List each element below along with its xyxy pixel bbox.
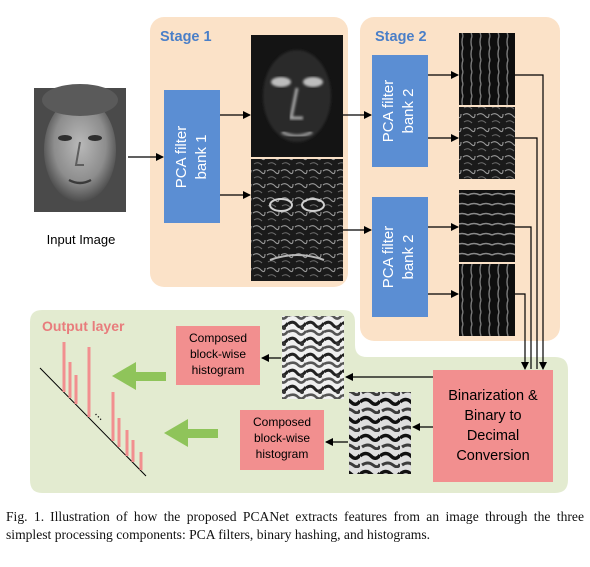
stage1-output-image-2 bbox=[251, 159, 343, 281]
feature-vector: ... bbox=[39, 342, 147, 477]
pca-filter-bank-2-top-line2: bank 2 bbox=[400, 88, 417, 133]
binarization-line4: Conversion bbox=[456, 448, 529, 464]
histogram-box-1-line2: block-wise bbox=[190, 347, 246, 361]
stage2-output-image-4 bbox=[459, 264, 515, 336]
histogram-box-1-line1: Composed bbox=[189, 331, 247, 345]
pca-filter-bank-2-top bbox=[372, 55, 428, 167]
figure-caption-label: Fig. 1. bbox=[6, 509, 45, 524]
histogram-box-1 bbox=[176, 326, 260, 385]
pcanet-diagram: Stage 1 Stage 2 Output layer Input Image… bbox=[30, 17, 568, 493]
stage2-title: Stage 2 bbox=[375, 29, 427, 45]
stage1-output-image-1 bbox=[251, 35, 343, 157]
input-image-label: Input Image bbox=[47, 232, 116, 247]
figure-caption: Fig. 1.Illustration of how the proposed … bbox=[6, 508, 584, 543]
histogram-box-2 bbox=[240, 410, 324, 470]
pca-filter-bank-1-line1: PCA filter bbox=[173, 126, 190, 189]
output-layer-title: Output layer bbox=[42, 318, 125, 334]
connector-arrows bbox=[128, 71, 547, 446]
binarization-line2: Binary to bbox=[464, 408, 521, 424]
green-arrow-1 bbox=[112, 362, 166, 390]
binarization-line3: Decimal bbox=[467, 428, 519, 444]
binarization-box bbox=[433, 370, 553, 482]
figure-caption-text: Illustration of how the proposed PCANet … bbox=[6, 509, 584, 542]
hashed-image-2 bbox=[349, 392, 411, 474]
stage2-output-image-3 bbox=[459, 190, 515, 262]
pca-filter-bank-1 bbox=[164, 90, 220, 223]
binarization-line1: Binarization & bbox=[448, 388, 538, 404]
pca-filter-bank-2-bottom-line2: bank 2 bbox=[400, 234, 417, 279]
green-arrow-2 bbox=[164, 419, 218, 447]
pca-filter-bank-2-top-line1: PCA filter bbox=[380, 80, 397, 143]
stage1-title: Stage 1 bbox=[160, 29, 212, 45]
stage2-output-image-1 bbox=[459, 33, 515, 105]
histogram-box-2-line2: block-wise bbox=[254, 431, 310, 445]
histogram-box-2-line1: Composed bbox=[253, 415, 311, 429]
pca-filter-bank-2-bottom-line1: PCA filter bbox=[380, 226, 397, 289]
histogram-box-2-line3: histogram bbox=[256, 447, 309, 461]
pca-filter-bank-2-bottom bbox=[372, 197, 428, 317]
input-face-image bbox=[34, 84, 126, 212]
stage2-output-image-2 bbox=[459, 107, 515, 179]
pca-filter-bank-1-line2: bank 1 bbox=[193, 134, 210, 179]
hashed-image-1 bbox=[282, 316, 344, 399]
histogram-box-1-line3: histogram bbox=[192, 363, 245, 377]
